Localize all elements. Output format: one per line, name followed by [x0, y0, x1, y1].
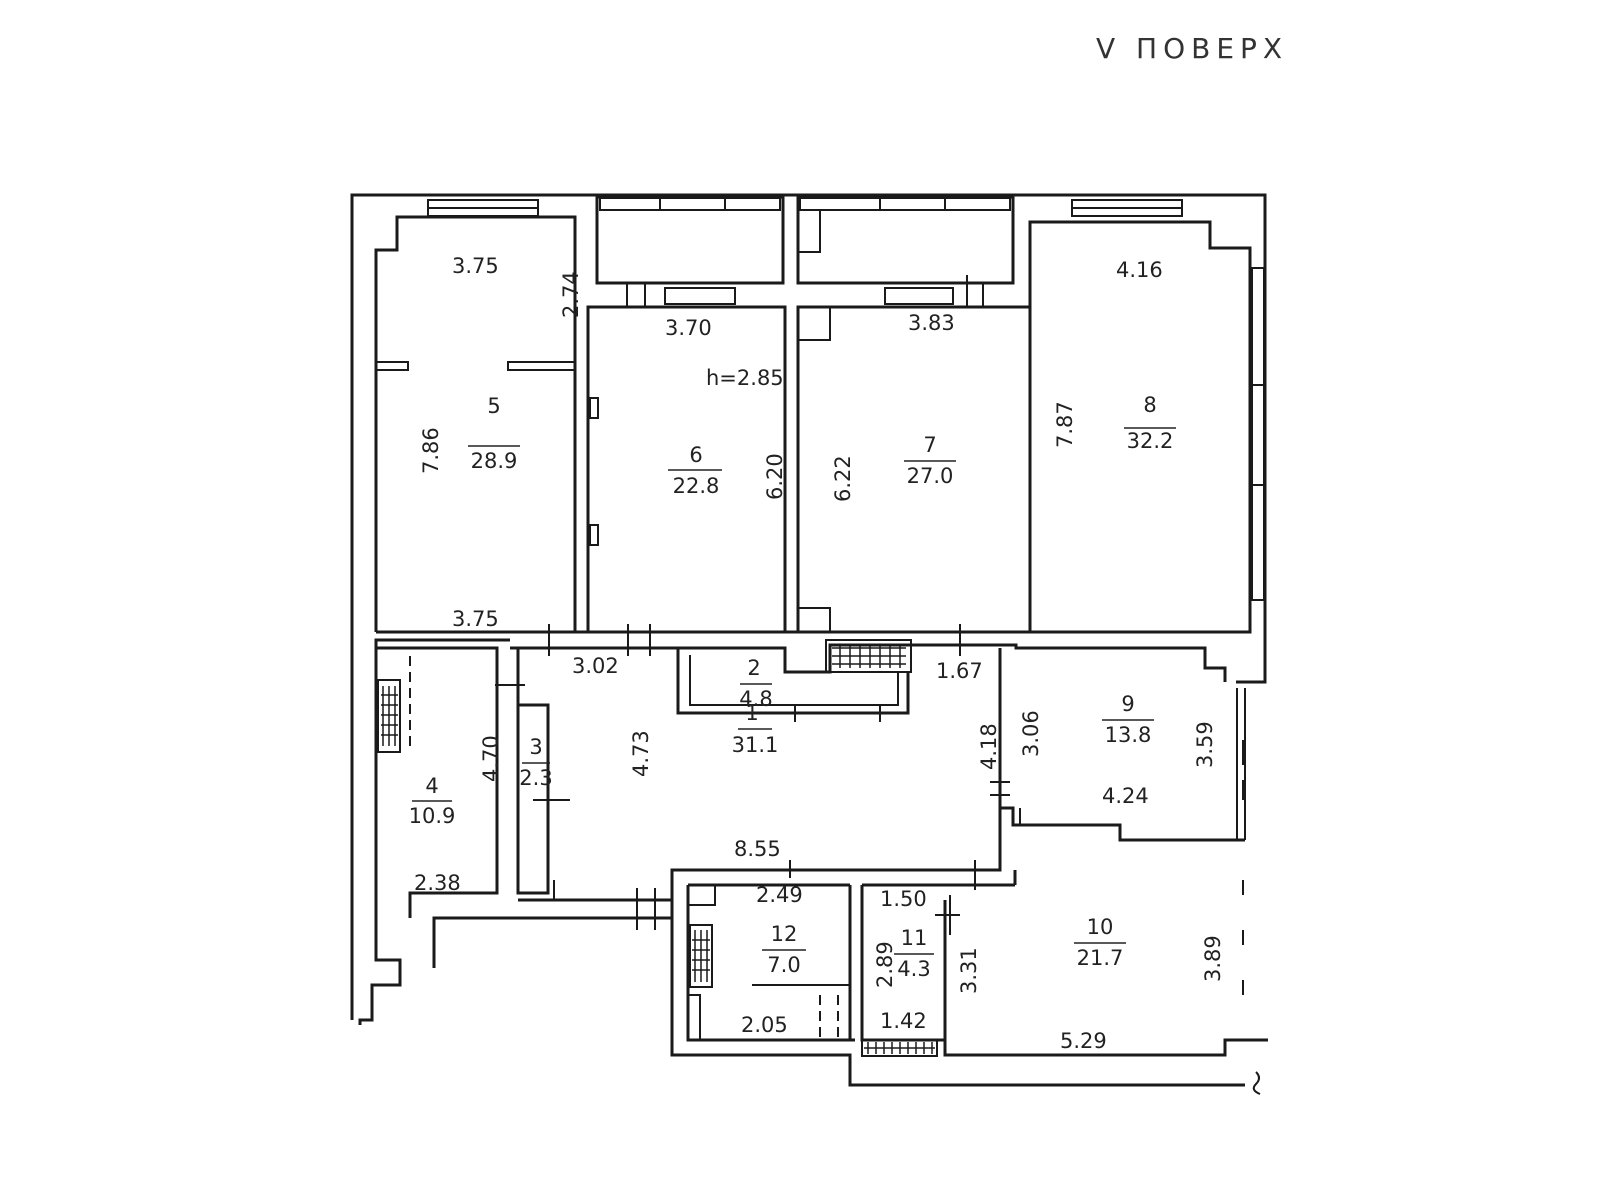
door-marks [375, 275, 1244, 995]
room-area: 4.3 [897, 957, 930, 981]
window-room6 [664, 287, 736, 305]
window-room8-side-1 [1251, 267, 1265, 386]
mid-wall-lower [510, 643, 1227, 682]
dim-label: 2.38 [414, 871, 461, 895]
ventilation-shafts [377, 639, 938, 1057]
dim-label: 4.18 [977, 723, 1001, 770]
room9-walls [998, 648, 1245, 842]
room-number: 8 [1143, 393, 1156, 417]
dim-label: 3.59 [1193, 721, 1217, 768]
dim-label: 2.74 [559, 271, 583, 318]
room-area: 2.3 [519, 766, 552, 790]
floor-title: V ПОВЕРХ [1096, 32, 1289, 65]
dim-label: 2.05 [741, 1013, 788, 1037]
vent-shaft-2 [377, 679, 401, 753]
lower-wing-walls [670, 900, 1245, 1087]
dim-label: 7.86 [419, 427, 443, 474]
window-room7 [884, 287, 954, 305]
room-labels: 1 31.1 2 4.8 3 2.3 4 10.9 5 28.9 6 22.8 … [409, 366, 1176, 981]
dim-label: 3.06 [1019, 710, 1043, 757]
dim-label: 1.50 [880, 887, 927, 911]
vent-shaft-3 [689, 924, 713, 988]
room-number: 7 [923, 433, 936, 457]
room-area: 22.8 [673, 474, 720, 498]
corridor-wall [432, 916, 672, 968]
dim-label: 6.22 [831, 455, 855, 502]
room-number: 9 [1121, 692, 1134, 716]
room1-bottom-wall [518, 648, 1002, 902]
windows [427, 197, 1265, 840]
room-number: 12 [771, 922, 798, 946]
room-area: 32.2 [1127, 429, 1174, 453]
window-room8-side-2 [1251, 384, 1265, 486]
dim-label: 3.89 [1201, 935, 1225, 982]
outer-wall-top [350, 193, 1267, 1020]
dim-label: 7.87 [1053, 401, 1077, 448]
dim-label: 8.55 [734, 837, 781, 861]
room-area: 31.1 [732, 733, 779, 757]
break-mark [1252, 1071, 1261, 1095]
room-area: 7.0 [767, 953, 800, 977]
dim-label: 4.16 [1116, 258, 1163, 282]
room-number: 1 [745, 701, 758, 725]
room-number: 3 [529, 735, 542, 759]
dim-label: 6.20 [763, 453, 787, 500]
dim-label: 3.70 [665, 316, 712, 340]
room-number: 10 [1087, 915, 1114, 939]
room-number: 11 [901, 926, 928, 950]
room-number: 6 [689, 443, 702, 467]
dim-label: 2.89 [873, 941, 897, 988]
room-number: 2 [747, 656, 760, 680]
dim-label: 4.73 [629, 730, 653, 777]
dim-label: 3.31 [957, 947, 981, 994]
room-number: 4 [425, 774, 438, 798]
room-number: 5 [487, 394, 500, 418]
room6-walls [586, 305, 787, 632]
dashed-partitions [409, 310, 1031, 1040]
vent-shaft-1 [825, 639, 912, 673]
room-area: 4.8 [739, 687, 772, 711]
dim-label: 2.49 [756, 883, 803, 907]
dim-label: 3.75 [452, 254, 499, 278]
dim-label: 5.29 [1060, 1029, 1107, 1053]
room-area: 27.0 [907, 464, 954, 488]
dim-label: 1.42 [880, 1009, 927, 1033]
dim-label: 3.83 [908, 311, 955, 335]
room-area: 28.9 [471, 449, 518, 473]
room-area: 10.9 [409, 804, 456, 828]
dimension-labels: 3.75 3.75 3.70 3.83 4.16 3.02 1.67 8.55 … [414, 254, 1225, 1053]
dim-label: 3.02 [572, 654, 619, 678]
outer-wall-left-inner [358, 638, 510, 1025]
ceiling-height: h=2.85 [706, 366, 784, 390]
room4-walls [376, 646, 499, 918]
room7-walls [796, 305, 1030, 632]
dim-label: 4.70 [479, 735, 503, 782]
dim-label: 4.24 [1102, 784, 1149, 808]
vent-shaft-4 [861, 1039, 938, 1057]
walls [350, 193, 1268, 1087]
dim-label: 3.75 [452, 607, 499, 631]
dim-label: 1.67 [936, 659, 983, 683]
room-area: 13.8 [1105, 723, 1152, 747]
room5-walls [374, 215, 577, 632]
window-balcony-left [599, 197, 781, 211]
room-area: 21.7 [1077, 946, 1124, 970]
room2-walls [676, 648, 910, 715]
window-balcony-right [799, 197, 1011, 211]
window-room8-side-3 [1251, 484, 1265, 601]
